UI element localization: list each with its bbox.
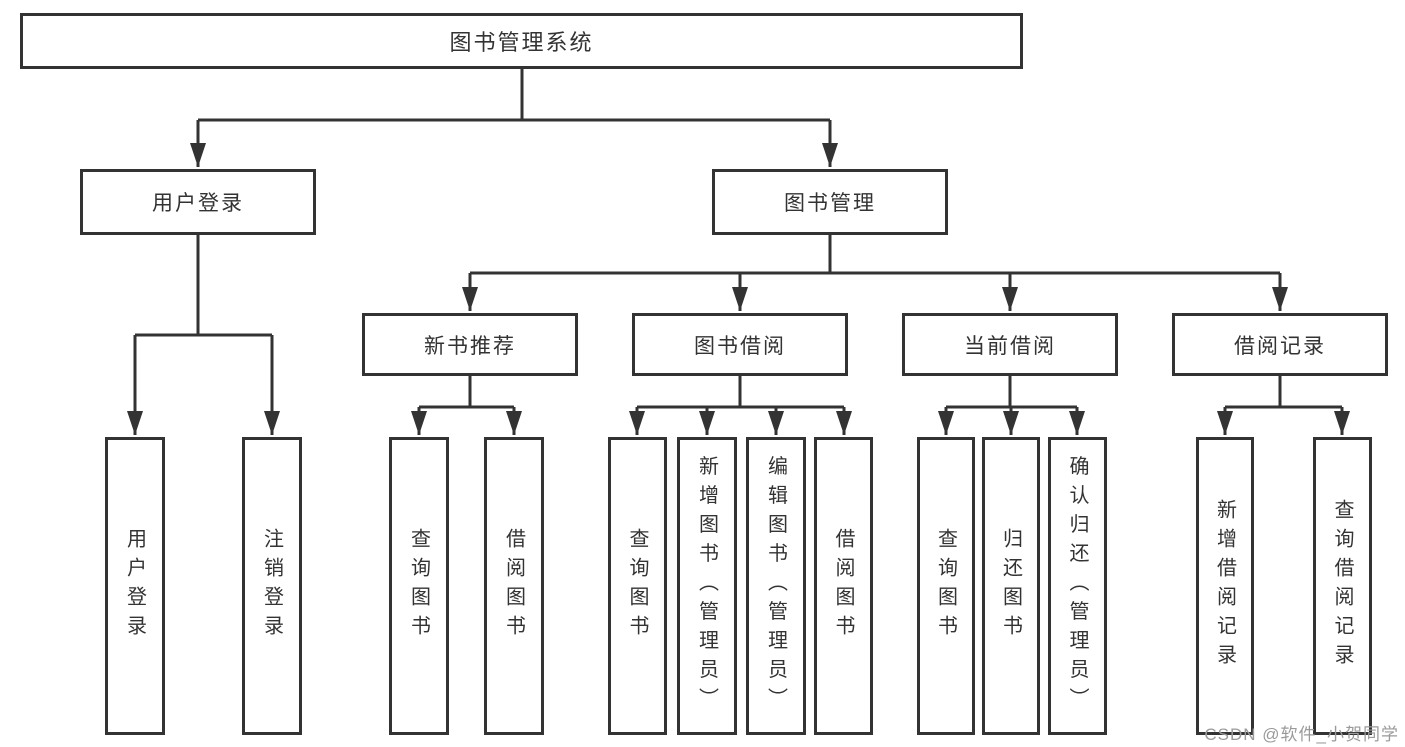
leaf-label: 编辑图书（管理员）: [764, 455, 787, 717]
leaf-label: 新增借阅记录: [1213, 499, 1236, 673]
node-new-book-recommend: 新书推荐: [362, 313, 578, 376]
leaf-return-books: 归还图书: [982, 437, 1040, 735]
leaf-borrow-books-borrowing: 借阅图书: [814, 437, 873, 735]
node-current-borrowing: 当前借阅: [902, 313, 1118, 376]
leaf-query-books-borrowing: 查询图书: [608, 437, 667, 735]
leaf-label: 用户登录: [123, 528, 146, 644]
node-borrowing-records: 借阅记录: [1172, 313, 1388, 376]
leaf-label: 查询图书: [626, 528, 648, 644]
leaf-label: 新增图书（管理员）: [695, 455, 718, 717]
leaf-label: 借阅图书: [502, 528, 525, 644]
leaf-add-borrow-record: 新增借阅记录: [1196, 437, 1254, 735]
node-book-borrowing: 图书借阅: [632, 313, 848, 376]
leaf-user-login: 用户登录: [105, 437, 165, 735]
node-book-management: 图书管理: [712, 169, 948, 235]
node-user-login: 用户登录: [80, 169, 316, 235]
leaf-label: 借阅图书: [832, 528, 854, 644]
leaf-label: 确认归还（管理员）: [1066, 455, 1088, 717]
node-library-management-system: 图书管理系统: [20, 13, 1023, 69]
leaf-label: 注销登录: [260, 528, 283, 644]
leaf-label: 查询借阅记录: [1331, 499, 1353, 673]
leaf-label: 查询图书: [934, 528, 957, 644]
csdn-watermark: CSDN @软件_小贺同学: [1204, 725, 1399, 744]
leaf-query-books-recommend: 查询图书: [389, 437, 449, 735]
leaf-edit-book-admin: 编辑图书（管理员）: [746, 437, 806, 735]
leaf-borrow-books-recommend: 借阅图书: [484, 437, 544, 735]
leaf-confirm-return-admin: 确认归还（管理员）: [1048, 437, 1107, 735]
leaf-logout-login: 注销登录: [242, 437, 302, 735]
leaf-label: 归还图书: [999, 528, 1022, 644]
leaf-label: 查询图书: [407, 528, 430, 644]
leaf-add-book-admin: 新增图书（管理员）: [677, 437, 737, 735]
leaf-query-books-current: 查询图书: [917, 437, 975, 735]
leaf-query-borrow-record: 查询借阅记录: [1313, 437, 1372, 735]
